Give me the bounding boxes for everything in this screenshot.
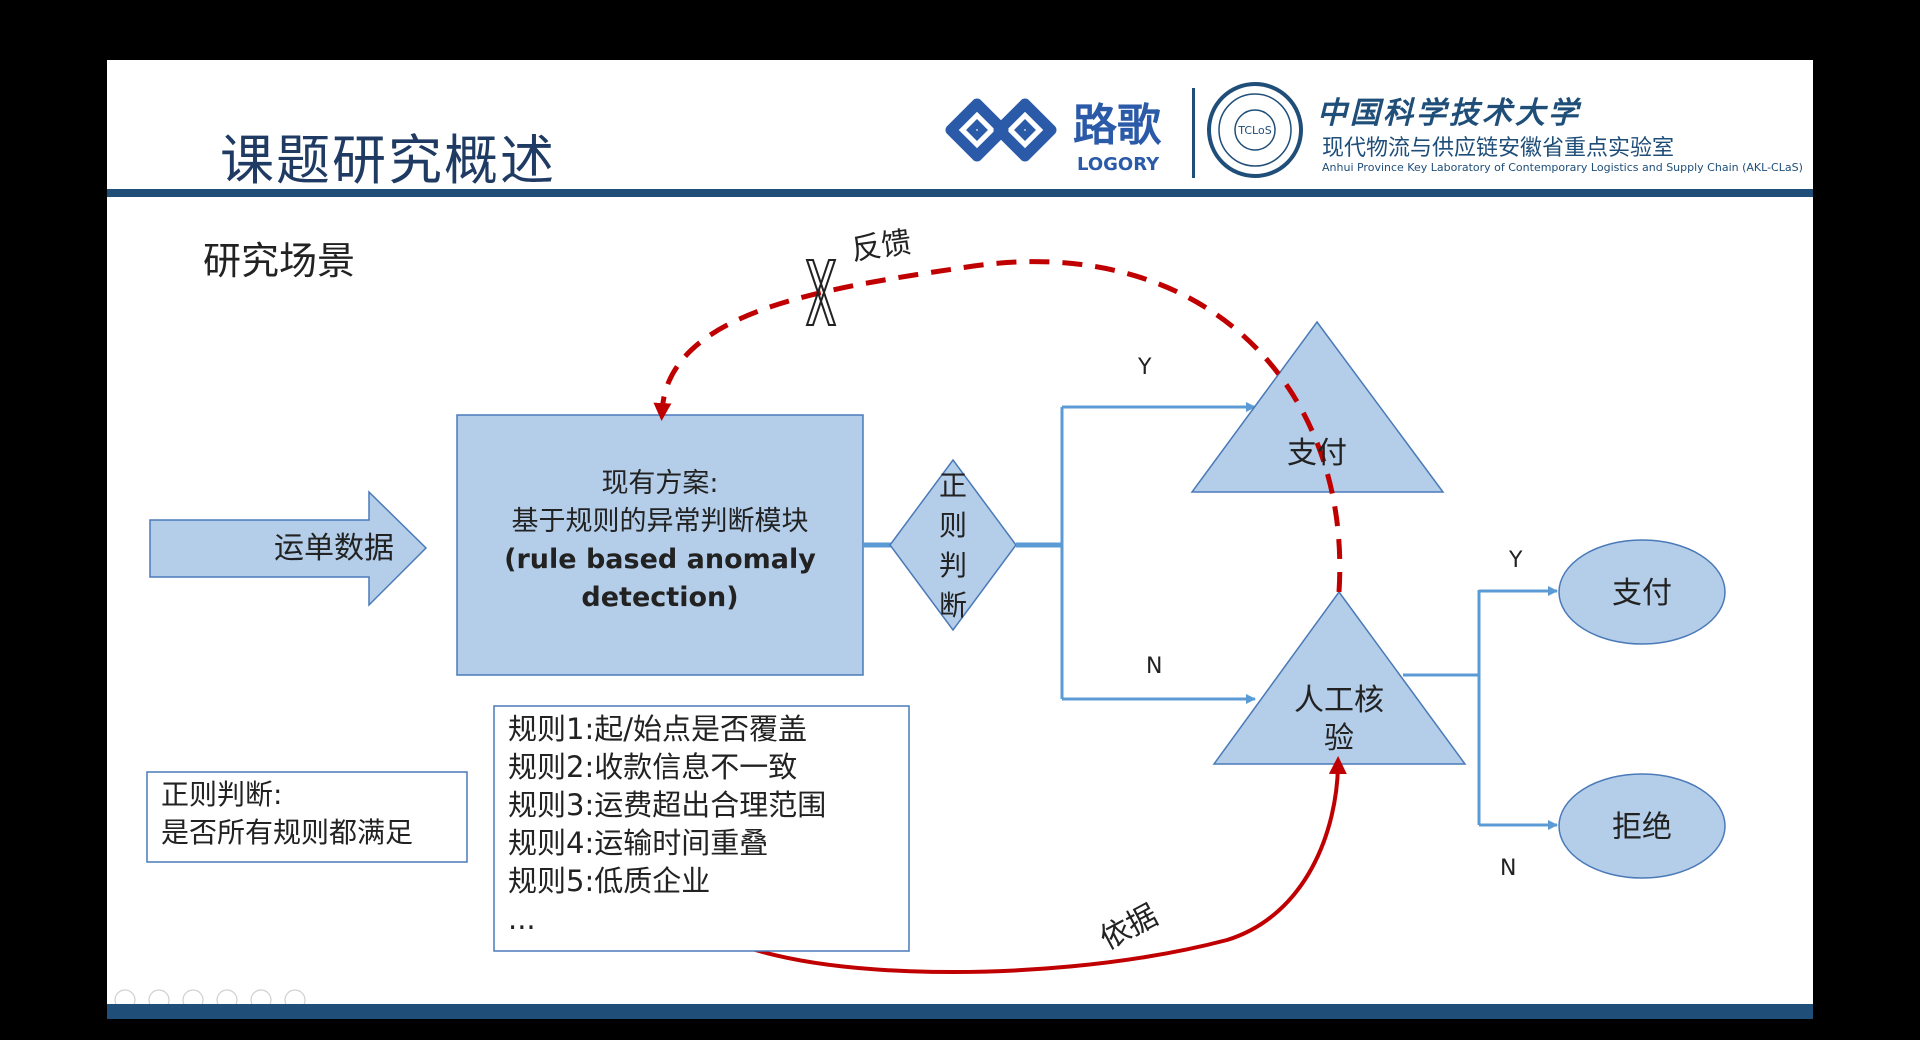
logory-en-text: LOGORY: [1077, 154, 1160, 175]
rule-module-text: 现有方案: 基于规则的异常判断模块 (rule based anomaly de…: [457, 465, 863, 617]
note-box: [146, 771, 468, 863]
rule-item: 规则2:收款信息不一致: [508, 750, 798, 784]
ustc-lab-name: 现代物流与供应链安徽省重点实验室: [1322, 136, 1675, 161]
module-line-2: 基于规则的异常判断模块: [511, 506, 809, 537]
reject-ellipse-label: 拒绝: [1612, 810, 1672, 845]
module-line-1: 现有方案:: [601, 468, 719, 499]
decision-char-4: 断: [938, 589, 967, 622]
header-bar: [107, 189, 1813, 197]
pay-ellipse-label: 支付: [1612, 576, 1672, 611]
logory-cn-text: 路歌: [1073, 100, 1162, 151]
branch-n-bottom-label: N: [1500, 856, 1516, 881]
note-line-2: 是否所有规则都满足: [161, 816, 414, 849]
rule-item: 规则1:起/始点是否覆盖: [508, 712, 807, 746]
pay-triangle: [1190, 320, 1445, 493]
note-line-1: 正则判断:: [161, 778, 283, 811]
module-line-4: detection): [581, 582, 739, 613]
input-label: 运单数据: [274, 531, 394, 566]
pay-ellipse: [1558, 539, 1726, 645]
feedback-label: 反馈: [849, 225, 913, 268]
decision-text: 正 则 判 断: [933, 466, 973, 626]
feedback-blocked-x-icon: [805, 259, 837, 326]
branch-y-top-label: Y: [1137, 355, 1152, 380]
reject-ellipse: [1558, 773, 1726, 879]
review-triangle-label-1: 人工核: [1294, 683, 1384, 718]
ustc-seal-icon: TCLoS: [1207, 82, 1303, 178]
flow-diagram: 运单数据 Y N 支付 人工核 验 Y N 支付 拒绝 反馈 依据: [146, 225, 1726, 974]
slide: 课题研究概述 路歌 LOGORY TCLoS 中国科学技术大学 现代物流与供应链…: [107, 60, 1813, 1019]
ustc-lab-english: Anhui Province Key Laboratory of Contemp…: [1322, 161, 1803, 174]
footer-bar: [107, 1004, 1813, 1019]
note-text: 正则判断: 是否所有规则都满足: [147, 772, 447, 852]
branch-y-bottom-label: Y: [1508, 548, 1523, 573]
basis-red-arrow: [700, 756, 1347, 974]
rule-item: 规则4:运输时间重叠: [508, 826, 769, 860]
logo-divider: [1192, 88, 1195, 178]
decision-char-1: 正: [938, 469, 967, 502]
page-title: 课题研究概述: [220, 129, 556, 192]
basis-label: 依据: [1094, 898, 1163, 957]
logory-logo: 路歌 LOGORY: [945, 98, 1162, 175]
rules-list: 规则1:起/始点是否覆盖 规则2:收款信息不一致 规则3:运费超出合理范围 规则…: [494, 706, 909, 951]
ustc-seal-text: TCLoS: [1237, 124, 1271, 137]
decision-char-3: 判: [938, 549, 967, 582]
decision-diamond: [889, 458, 1017, 632]
ustc-name: 中国科学技术大学: [1317, 96, 1581, 131]
rule-item: ...: [508, 902, 536, 936]
branch-n-top-label: N: [1146, 654, 1162, 679]
rule-item: 规则3:运费超出合理范围: [508, 788, 827, 822]
pay-triangle-label: 支付: [1287, 436, 1347, 471]
input-arrow-shape: [149, 490, 428, 607]
module-line-3: (rule based anomaly: [504, 544, 816, 575]
rule-item: 规则5:低质企业: [508, 864, 711, 898]
feedback-dashed-arrow: [653, 259, 1343, 593]
rule-module-box: [456, 414, 864, 676]
decision-char-2: 则: [938, 509, 967, 542]
review-triangle-label-2: 验: [1324, 721, 1354, 756]
section-title: 研究场景: [203, 239, 356, 283]
rules-box: [493, 705, 910, 952]
